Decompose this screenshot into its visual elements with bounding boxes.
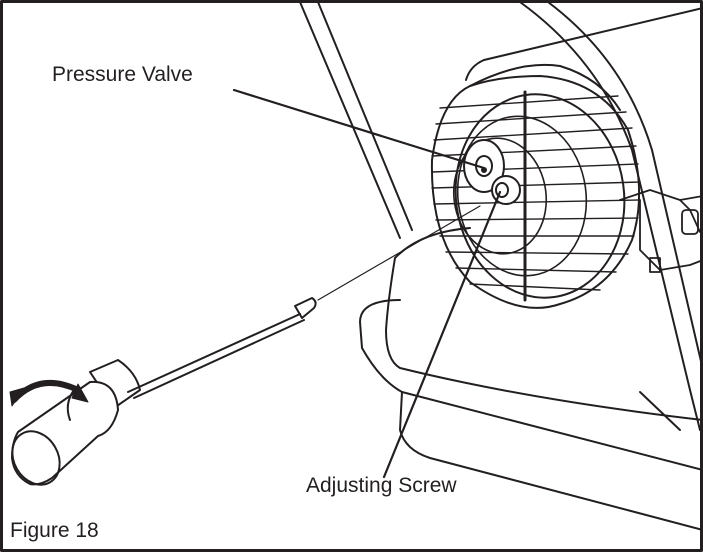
fan-guard [430,63,641,309]
screwdriver [11,205,481,486]
pressure-valve-label: Pressure Valve [52,63,193,86]
heater-body [299,1,703,531]
side-bracket [619,189,703,273]
adjusting-screw-label: Adjusting Screw [306,474,457,497]
adjusting-screw-leader [382,190,502,479]
rotation-arrow-icon [9,380,89,407]
figure-caption: Figure 18 [10,519,99,542]
pressure-valve-leader [232,88,486,170]
